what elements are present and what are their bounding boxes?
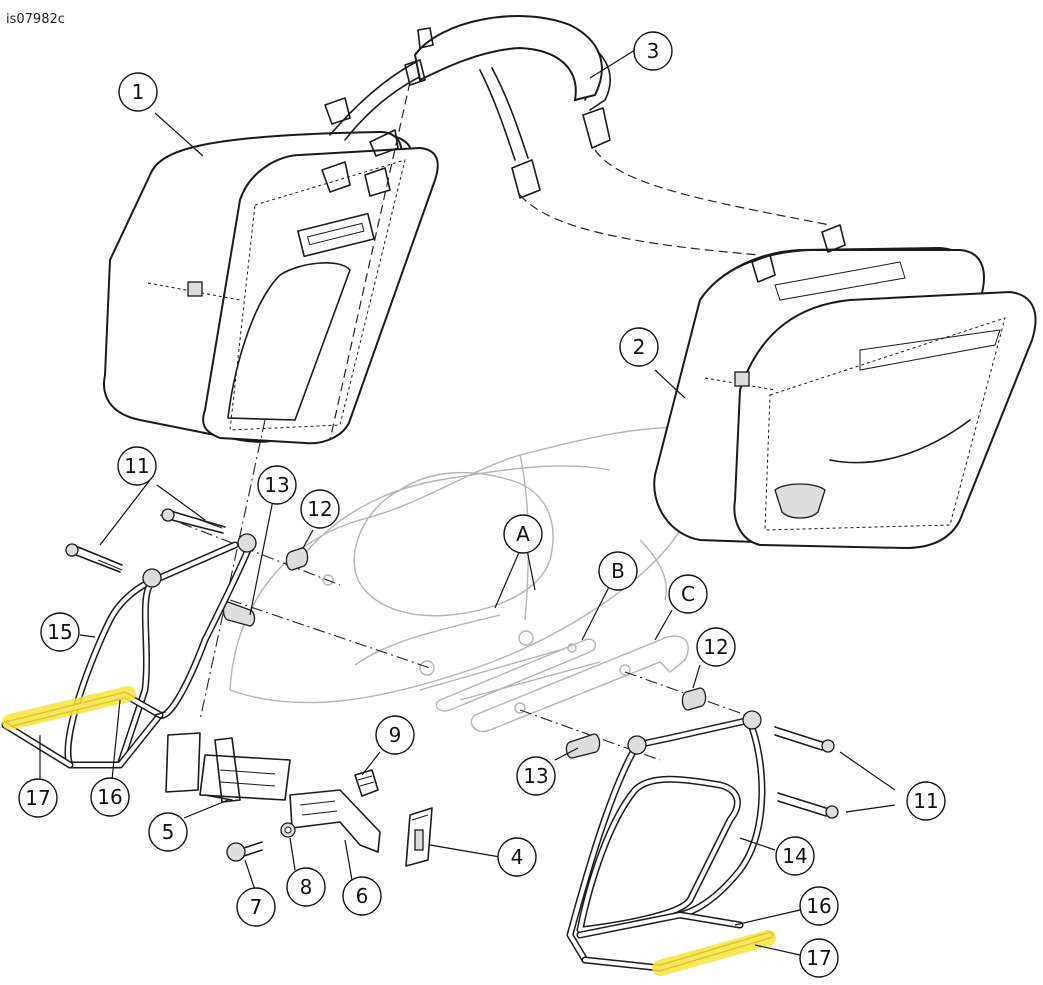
callout-8-label: 8 bbox=[300, 875, 313, 899]
fender-stud-upper bbox=[322, 574, 334, 586]
spacer-right-13 bbox=[565, 733, 601, 759]
docking-bracket-b bbox=[435, 638, 597, 712]
bag-left-alignment-line bbox=[199, 419, 266, 721]
callout-15: 15 bbox=[40, 612, 80, 652]
callout-12-right: 12 bbox=[696, 627, 736, 667]
bag-connector-strap bbox=[329, 15, 611, 199]
callout-2-label: 2 bbox=[633, 335, 646, 359]
spacer-alignment-line bbox=[229, 599, 431, 669]
callout-17-left: 17 bbox=[18, 778, 58, 818]
fender-stud-rear bbox=[518, 630, 534, 646]
callout-12-left-label: 12 bbox=[307, 497, 332, 521]
callout-16-left-label: 16 bbox=[97, 785, 122, 809]
document-id: is07982c bbox=[6, 12, 65, 27]
part-9-clip bbox=[354, 769, 379, 797]
highlight-right-bar-17 bbox=[652, 930, 776, 976]
callout-13-right-label: 13 bbox=[523, 764, 548, 788]
callout-17-right: 17 bbox=[799, 938, 839, 978]
bolt-right-upper bbox=[774, 726, 835, 753]
callout-A-label: A bbox=[516, 522, 530, 546]
callout-12-right-label: 12 bbox=[703, 635, 728, 659]
saddlebag-right bbox=[653, 224, 1037, 550]
callout-9: 9 bbox=[375, 715, 415, 755]
part-4-label-plate bbox=[405, 807, 433, 867]
callout-13-left: 13 bbox=[257, 465, 297, 505]
callout-11-left: 11 bbox=[117, 446, 157, 486]
callout-13-left-label: 13 bbox=[264, 473, 289, 497]
spacer-right-12 bbox=[681, 687, 707, 711]
callout-B-label: B bbox=[611, 559, 625, 583]
callout-12-left: 12 bbox=[300, 489, 340, 529]
callout-B: B bbox=[598, 551, 638, 591]
callout-1: 1 bbox=[118, 72, 158, 112]
part-7-screw bbox=[226, 841, 263, 862]
bolt-right-lower bbox=[777, 792, 839, 819]
callout-15-label: 15 bbox=[47, 620, 72, 644]
fender-stud-front bbox=[419, 660, 435, 676]
bracket-left bbox=[1, 533, 257, 769]
callout-6: 6 bbox=[342, 876, 382, 916]
callout-14: 14 bbox=[775, 836, 815, 876]
callout-7-label: 7 bbox=[250, 895, 263, 919]
callout-6-label: 6 bbox=[356, 884, 369, 908]
callout-11-right-label: 11 bbox=[913, 789, 938, 813]
callout-17-right-label: 17 bbox=[806, 946, 831, 970]
callout-4-label: 4 bbox=[511, 845, 524, 869]
callout-C-label: C bbox=[681, 582, 695, 606]
callout-13-right: 13 bbox=[516, 756, 556, 796]
bolt-left-upper bbox=[161, 508, 226, 534]
callout-1-label: 1 bbox=[132, 80, 145, 104]
saddlebag-left bbox=[103, 97, 439, 445]
callout-16-left: 16 bbox=[90, 777, 130, 817]
part-8-washer-hole bbox=[284, 826, 292, 834]
bracket-right bbox=[566, 710, 774, 972]
docking-bracket-c bbox=[470, 635, 689, 733]
bolt-left-lower bbox=[65, 543, 123, 573]
callout-A: A bbox=[503, 514, 543, 554]
spacer-left-12 bbox=[285, 547, 309, 571]
callout-4: 4 bbox=[497, 837, 537, 877]
leader-lines bbox=[39, 49, 896, 956]
callout-9-label: 9 bbox=[389, 723, 402, 747]
callout-3: 3 bbox=[633, 31, 673, 71]
callout-11-right: 11 bbox=[906, 781, 946, 821]
callout-5-label: 5 bbox=[162, 820, 175, 844]
callout-5: 5 bbox=[148, 812, 188, 852]
part-6-plate bbox=[289, 789, 381, 853]
callout-11-left-label: 11 bbox=[124, 454, 149, 478]
callout-7: 7 bbox=[236, 887, 276, 927]
strap-to-bag-left-line bbox=[329, 81, 411, 441]
highlight-left-bar-17 bbox=[2, 686, 136, 730]
part-5-mount-bracket bbox=[165, 732, 291, 803]
callout-16-right: 16 bbox=[799, 886, 839, 926]
callout-17-left-label: 17 bbox=[25, 786, 50, 810]
callout-3-label: 3 bbox=[647, 39, 660, 63]
strap-to-bag-right-line-a bbox=[519, 194, 761, 256]
callout-2: 2 bbox=[619, 327, 659, 367]
callout-16-right-label: 16 bbox=[806, 894, 831, 918]
strap-to-bag-right-line-b bbox=[594, 149, 831, 226]
callout-C: C bbox=[668, 574, 708, 614]
callout-8: 8 bbox=[286, 867, 326, 907]
callout-14-label: 14 bbox=[782, 844, 807, 868]
